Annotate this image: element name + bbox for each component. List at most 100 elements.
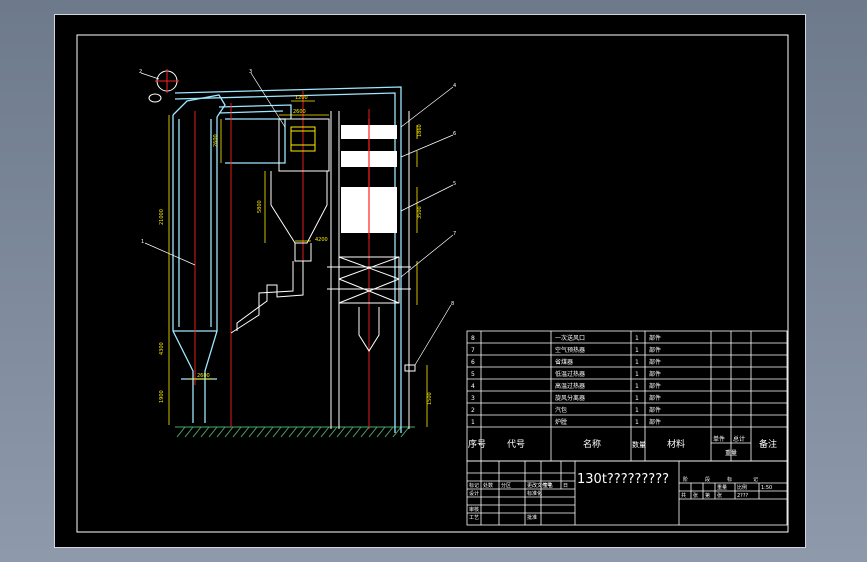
stage-label-2: 段: [705, 476, 710, 483]
row-name: 省煤器: [555, 358, 573, 366]
rev-count: 处数: [483, 482, 493, 489]
row-no: 3: [471, 395, 475, 402]
header-unit-weight: 单件: [713, 435, 725, 443]
callout-1: 1: [141, 239, 144, 245]
rev-doc: 更改文件号: [527, 482, 552, 489]
row-qty: 1: [635, 359, 639, 366]
cyclone-separator: [230, 118, 330, 334]
row-qty: 1: [635, 335, 639, 342]
sign-process: 工艺: [469, 515, 479, 521]
row-material: 部件: [649, 406, 661, 414]
row-name: 低温过热器: [555, 370, 585, 378]
header-qty: 数量: [632, 440, 646, 449]
callout-3: 3: [249, 69, 252, 75]
row-name: 空气预热器: [555, 346, 585, 354]
header-remark: 备注: [759, 438, 777, 450]
callout-2: 2: [139, 69, 142, 75]
row-material: 部件: [649, 382, 661, 390]
dimension-lines: [168, 100, 428, 427]
row-material: 部件: [649, 334, 661, 342]
row-qty: 1: [635, 347, 639, 354]
parts-list-rows: 8 一次送风口 1 部件 7 空气预热器 1 部件 6 省煤器 1 部件 5 低…: [471, 334, 661, 426]
sheet-label: 共: [681, 492, 686, 499]
dim-a: 4200: [315, 237, 328, 243]
dim-right-a: 1860: [417, 124, 423, 137]
row-no: 2: [471, 407, 475, 414]
callout-7: 7: [453, 231, 456, 237]
weight-label: 重量: [717, 484, 727, 491]
top-duct: [174, 86, 402, 433]
row-qty: 1: [635, 407, 639, 414]
title-block: [466, 460, 788, 526]
header-weight: 重量: [725, 449, 737, 457]
row-no: 7: [471, 347, 475, 354]
leader-lines: [140, 72, 454, 366]
furnace: [172, 94, 226, 423]
row-name: 旋风分离器: [555, 394, 585, 402]
row-qty: 1: [635, 395, 639, 402]
rev-date: 日: [563, 483, 568, 489]
dim-top-width: 2600: [293, 109, 306, 115]
drawing-viewport[interactable]: 21000 4300 1900 2600 2600 1200 5800 4200…: [54, 14, 806, 548]
row-qty: 1: [635, 383, 639, 390]
rev-mark: 标记: [469, 482, 479, 489]
dim-bottom-b: 1900: [159, 390, 165, 403]
boiler-drum: [148, 69, 179, 103]
header-material: 材料: [667, 438, 685, 450]
callout-4: 4: [453, 83, 456, 89]
primary-air-inlet: [404, 364, 416, 372]
row-material: 部件: [649, 418, 661, 426]
row-no: 1: [471, 419, 475, 426]
dim-bottom-a: 4300: [159, 342, 165, 355]
callout-6: 6: [453, 131, 456, 137]
dim-cyclone-inner: 1200: [295, 95, 308, 101]
drawing-frame: [76, 34, 789, 533]
header-total-weight: 总计: [733, 435, 745, 443]
row-material: 部件: [649, 370, 661, 378]
row-no: 6: [471, 359, 475, 366]
row-qty: 1: [635, 419, 639, 426]
sign-design: 设计: [469, 490, 479, 497]
callout-5: 5: [453, 181, 456, 187]
stage-label-1: 阶: [683, 476, 688, 483]
dim-furnace-height: 21000: [159, 209, 165, 225]
small-note: 2???: [737, 493, 748, 499]
dim-cyclone-height: 5800: [257, 200, 263, 213]
row-material: 部件: [649, 358, 661, 366]
parts-list-header: 序号 代号 名称 数量 材料 单件 总计 重量 备注: [468, 435, 777, 457]
header-name: 名称: [583, 438, 601, 450]
callout-8: 8: [451, 301, 454, 307]
row-no: 5: [471, 371, 475, 378]
sign-review: 审核: [469, 506, 479, 513]
title-block-text: 130t????????? 标记 处数 分区 更改文件号 签名 日 设计 审核 …: [469, 472, 772, 521]
dim-right-b: 3500: [417, 206, 423, 219]
row-name: 高温过热器: [555, 382, 585, 390]
sheet-text: 张: [693, 492, 698, 499]
rev-zone: 分区: [501, 482, 511, 489]
drawing-title: 130t?????????: [577, 472, 669, 487]
cad-drawing: 21000 4300 1900 2600 2600 1200 5800 4200…: [76, 34, 789, 533]
header-code: 代号: [507, 439, 525, 450]
stage-label-3: 标: [727, 476, 732, 483]
rev-sign: 签名: [543, 482, 553, 489]
row-no: 4: [471, 383, 475, 390]
row-material: 部件: [649, 346, 661, 354]
page-text: 张: [717, 492, 722, 499]
ground-hatch: [175, 426, 415, 438]
row-name: 炉膛: [555, 418, 567, 426]
scale-value: 1:50: [761, 485, 772, 491]
parts-list: [466, 330, 788, 462]
row-no: 8: [471, 335, 475, 342]
dim-bottom-c: 2600: [197, 373, 210, 379]
page-label: 第: [705, 492, 710, 499]
dimension-labels: 21000 4300 1900 2600 2600 1200 5800 4200…: [159, 95, 433, 405]
dim-b: 2600: [213, 134, 219, 147]
row-material: 部件: [649, 394, 661, 402]
sign-standard: 标准化: [527, 490, 542, 497]
header-no: 序号: [468, 438, 486, 450]
air-preheater: [327, 256, 411, 352]
sign-approve: 批准: [527, 514, 537, 521]
row-name: 一次送风口: [555, 334, 585, 342]
stage-label-4: 记: [753, 476, 758, 483]
row-qty: 1: [635, 371, 639, 378]
